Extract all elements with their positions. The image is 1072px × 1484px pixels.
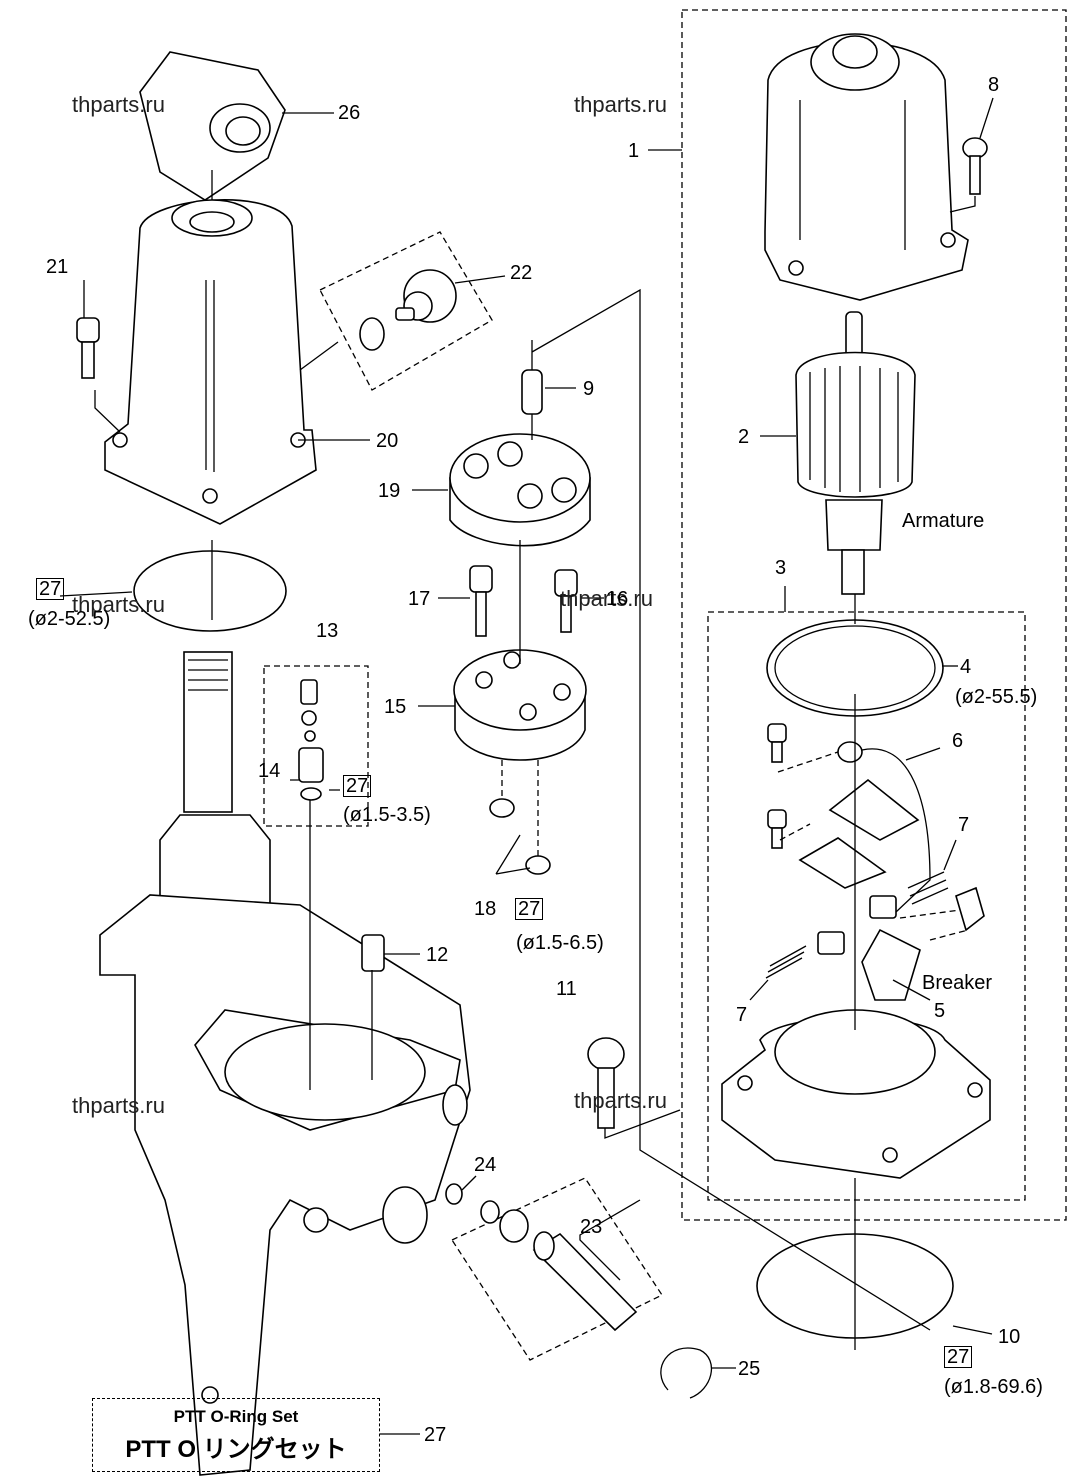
part-12-fitting	[361, 934, 385, 972]
part-16-bolt	[554, 569, 578, 633]
part-22-valve	[359, 269, 457, 351]
part-19-gear-pump	[449, 433, 591, 547]
brush-holder-parts	[767, 723, 985, 1001]
main-body	[99, 651, 471, 1476]
callout-7-upper: 7	[958, 814, 970, 836]
dim-oring-14: (ø1.5-3.5)	[343, 804, 431, 826]
dim-oring-top: (ø2-52.5)	[28, 608, 111, 630]
watermark: thparts.ru	[574, 92, 667, 117]
part-9-coupling	[521, 369, 543, 415]
label-breaker: Breaker	[922, 972, 993, 994]
part-2-armature	[795, 311, 916, 595]
legend-title-jp: PTT O リングセット	[125, 1436, 347, 1463]
part-8-bolt	[962, 137, 988, 195]
callout-24: 24	[474, 1154, 497, 1176]
piston-rod	[183, 651, 233, 813]
oring-52-5	[133, 550, 287, 632]
callout-16: 16	[606, 588, 629, 610]
part-18-oring-b	[525, 855, 551, 875]
dim-oring-10: (ø1.8-69.6)	[944, 1376, 1043, 1398]
callout-25: 25	[738, 1358, 761, 1380]
part-13-valve	[298, 679, 324, 801]
callout-18: 18	[474, 898, 497, 920]
part-20-reservoir	[104, 199, 317, 525]
motor-assembly-box	[681, 9, 1067, 1221]
part-7-spring-upper	[907, 871, 949, 905]
label-armature: Armature	[902, 510, 985, 532]
part-23-valve	[480, 1200, 638, 1332]
callout-26: 26	[338, 102, 361, 124]
part-18-oring-a	[489, 798, 515, 818]
callout-11: 11	[556, 978, 577, 1000]
dim-oring-18: (ø1.5-6.5)	[516, 932, 604, 954]
ref-27-box: 27	[515, 898, 544, 920]
callout-9: 9	[583, 378, 595, 400]
valve-13-box	[263, 665, 369, 827]
part-11-bolt	[587, 1037, 625, 1129]
valve-22-box	[319, 231, 493, 391]
callout-14: 14	[258, 760, 281, 782]
callout-5: 5	[934, 1000, 946, 1022]
callout-20: 20	[376, 430, 399, 452]
legend-title-en: PTT O-Ring Set	[173, 1407, 299, 1426]
callout-6: 6	[952, 730, 964, 752]
ref-27-box: 27	[944, 1346, 973, 1368]
watermark: thparts.ru	[72, 1093, 165, 1118]
ref-27-box: 27	[343, 775, 372, 797]
part-26-cap	[139, 51, 286, 201]
legend-box: PTT O-Ring Set PTT O リングセット	[92, 1398, 380, 1472]
callout-27: 27	[424, 1424, 447, 1446]
callout-12: 12	[426, 944, 449, 966]
callout-1: 1	[628, 140, 640, 162]
callout-19: 19	[378, 480, 401, 502]
callout-21: 21	[46, 256, 69, 278]
callout-10: 10	[998, 1326, 1021, 1348]
callout-17: 17	[408, 588, 431, 610]
ref-27-box: 27	[36, 578, 65, 600]
callout-3: 3	[775, 557, 787, 579]
part-7-spring-lower	[765, 945, 807, 979]
watermark: thparts.ru	[72, 92, 165, 117]
callout-23: 23	[580, 1216, 603, 1238]
callout-8: 8	[988, 74, 1000, 96]
leader-lines	[59, 97, 994, 1435]
part-17-bolt	[469, 565, 493, 637]
valve-23-box	[451, 1177, 663, 1361]
brush-holder-assembly-box	[707, 611, 1026, 1201]
callout-15: 15	[384, 696, 407, 718]
part-24-oring	[445, 1183, 463, 1205]
part-21-bolt	[76, 317, 100, 379]
dim-oring-4: (ø2-55.5)	[955, 686, 1038, 708]
watermark: thparts.ru	[574, 1088, 667, 1113]
watermark: thparts.ru	[72, 592, 165, 617]
callout-13: 13	[316, 620, 339, 642]
callout-4: 4	[960, 656, 972, 678]
part-25-circlip	[660, 1347, 712, 1399]
part-1-motor-yoke	[764, 33, 969, 301]
callout-22: 22	[510, 262, 533, 284]
callout-2: 2	[738, 426, 750, 448]
part-15-pump-housing	[453, 649, 587, 761]
watermark: thparts.ru	[560, 586, 653, 611]
callout-7-lower: 7	[736, 1004, 748, 1026]
motor-base	[721, 1009, 991, 1179]
